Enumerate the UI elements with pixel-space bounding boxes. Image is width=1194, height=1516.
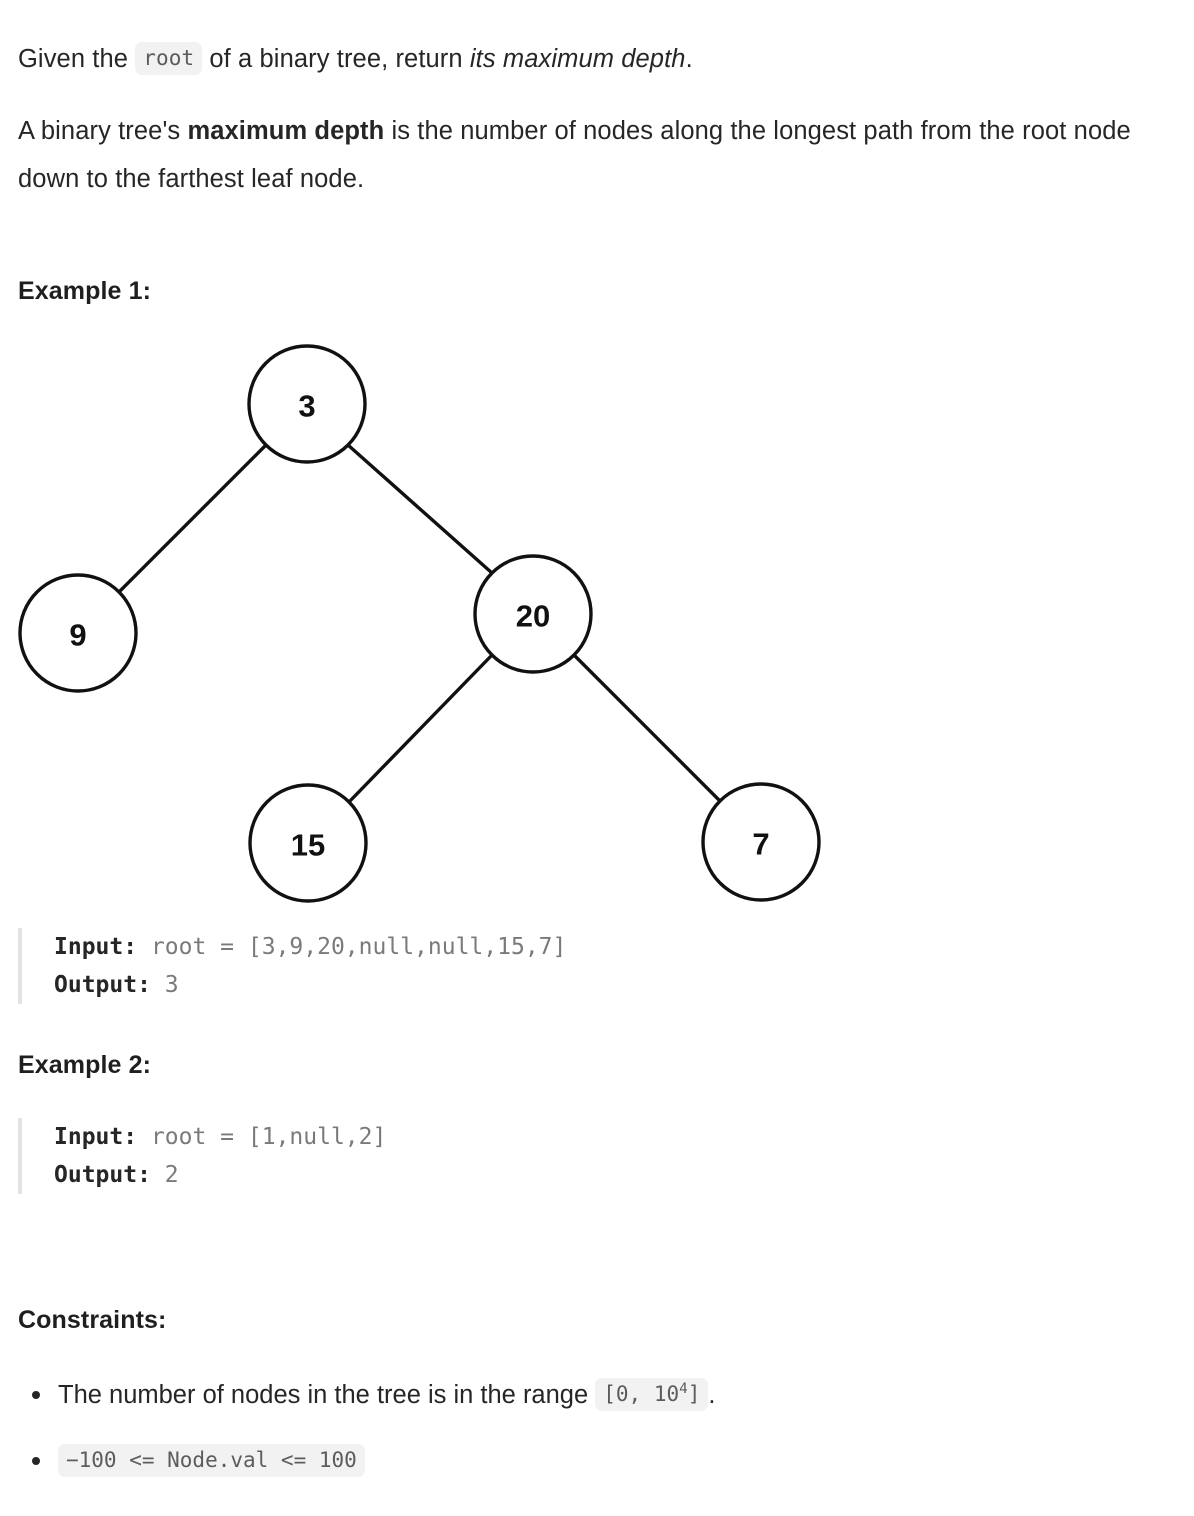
bullet-icon bbox=[32, 1457, 40, 1465]
constraints-heading: Constraints: bbox=[18, 1306, 167, 1334]
example-2-input-label: Input: bbox=[54, 1124, 138, 1150]
constraint-1-range-chip: [0, 104] bbox=[595, 1378, 709, 1412]
example-2-heading: Example 2: bbox=[18, 1051, 152, 1079]
tree-node-7: 7 bbox=[701, 782, 821, 902]
tree-node-3: 3 bbox=[247, 344, 367, 464]
tree-node-3-label: 3 bbox=[298, 389, 315, 424]
statement-text-lead: Given the bbox=[18, 44, 136, 73]
tree-edge-20-7 bbox=[572, 653, 722, 803]
example-1-output-line: Output: 3 bbox=[54, 966, 566, 1004]
definition-text-lead: A binary tree's bbox=[18, 116, 188, 145]
tree-node-20: 20 bbox=[473, 554, 593, 674]
bullet-icon bbox=[32, 1391, 40, 1399]
tree-nodes: 3 9 20 15 7 bbox=[18, 344, 821, 903]
example-1-input-line: Input: root = [3,9,20,null,null,15,7] bbox=[54, 928, 566, 966]
tree-node-9: 9 bbox=[18, 573, 138, 693]
tree-edge-3-20 bbox=[346, 443, 494, 575]
constraint-1-text: The number of nodes in the tree is in th… bbox=[58, 1381, 596, 1409]
binary-tree-svg: 3 9 20 15 7 bbox=[18, 344, 821, 903]
statement-text-mid: of a binary tree, return bbox=[202, 44, 470, 73]
definition-term: maximum depth bbox=[187, 116, 385, 145]
tree-node-9-label: 9 bbox=[69, 618, 86, 653]
example-2-code-block: Input: root = [1,null,2]Output: 2 bbox=[18, 1118, 386, 1194]
example-1-output-value: 3 bbox=[150, 972, 179, 998]
constraint-item-node-count: The number of nodes in the tree is in th… bbox=[18, 1372, 1176, 1418]
constraint-item-node-value: −100 <= Node.val <= 100 bbox=[18, 1438, 1176, 1484]
tree-node-20-circle bbox=[473, 554, 593, 674]
tree-edge-20-15 bbox=[347, 653, 494, 804]
tree-node-20-label: 20 bbox=[516, 599, 550, 634]
range-chip-prefix: [0, 10 bbox=[603, 1382, 680, 1406]
example-2-output-line: Output: 2 bbox=[54, 1156, 386, 1194]
range-chip-exponent: 4 bbox=[679, 1381, 688, 1397]
example-1-heading: Example 1: bbox=[18, 277, 152, 305]
binary-tree-diagram: 3 9 20 15 7 bbox=[0, 330, 900, 920]
tree-node-7-circle bbox=[701, 782, 821, 902]
example-1-input-value: root = [3,9,20,null,null,15,7] bbox=[137, 934, 567, 960]
constraints-list: The number of nodes in the tree is in th… bbox=[18, 1372, 1176, 1504]
tree-node-9-circle bbox=[18, 573, 138, 693]
constraint-2-value-chip: −100 <= Node.val <= 100 bbox=[58, 1444, 365, 1478]
example-2-output-value: 2 bbox=[150, 1162, 179, 1188]
tree-node-7-label: 7 bbox=[752, 827, 769, 862]
tree-edges bbox=[117, 443, 722, 804]
example-2-input-line: Input: root = [1,null,2] bbox=[54, 1118, 386, 1156]
example-2-input-value: root = [1,null,2] bbox=[137, 1124, 387, 1150]
statement-text-italic: its maximum depth bbox=[469, 44, 686, 73]
statement-text-end: . bbox=[685, 44, 693, 73]
definition-paragraph: A binary tree's maximum depth is the num… bbox=[18, 107, 1176, 203]
tree-node-3-circle bbox=[247, 344, 367, 464]
tree-node-15: 15 bbox=[248, 783, 368, 903]
problem-statement-paragraph: Given the root of a binary tree, return … bbox=[18, 35, 1176, 83]
tree-node-15-circle bbox=[248, 783, 368, 903]
example-1-code-block: Input: root = [3,9,20,null,null,15,7]Out… bbox=[18, 928, 566, 1004]
range-chip-suffix: ] bbox=[687, 1382, 701, 1406]
tree-edge-3-9 bbox=[117, 443, 268, 594]
tree-node-15-label: 15 bbox=[291, 828, 325, 863]
constraint-1-trailing: . bbox=[708, 1381, 716, 1409]
example-1-input-label: Input: bbox=[54, 934, 138, 960]
example-2-output-label: Output: bbox=[54, 1162, 151, 1188]
example-1-output-label: Output: bbox=[54, 972, 151, 998]
root-code-chip: root bbox=[135, 41, 203, 75]
definition-text-rest: is the number of nodes along the longest… bbox=[18, 116, 1131, 193]
